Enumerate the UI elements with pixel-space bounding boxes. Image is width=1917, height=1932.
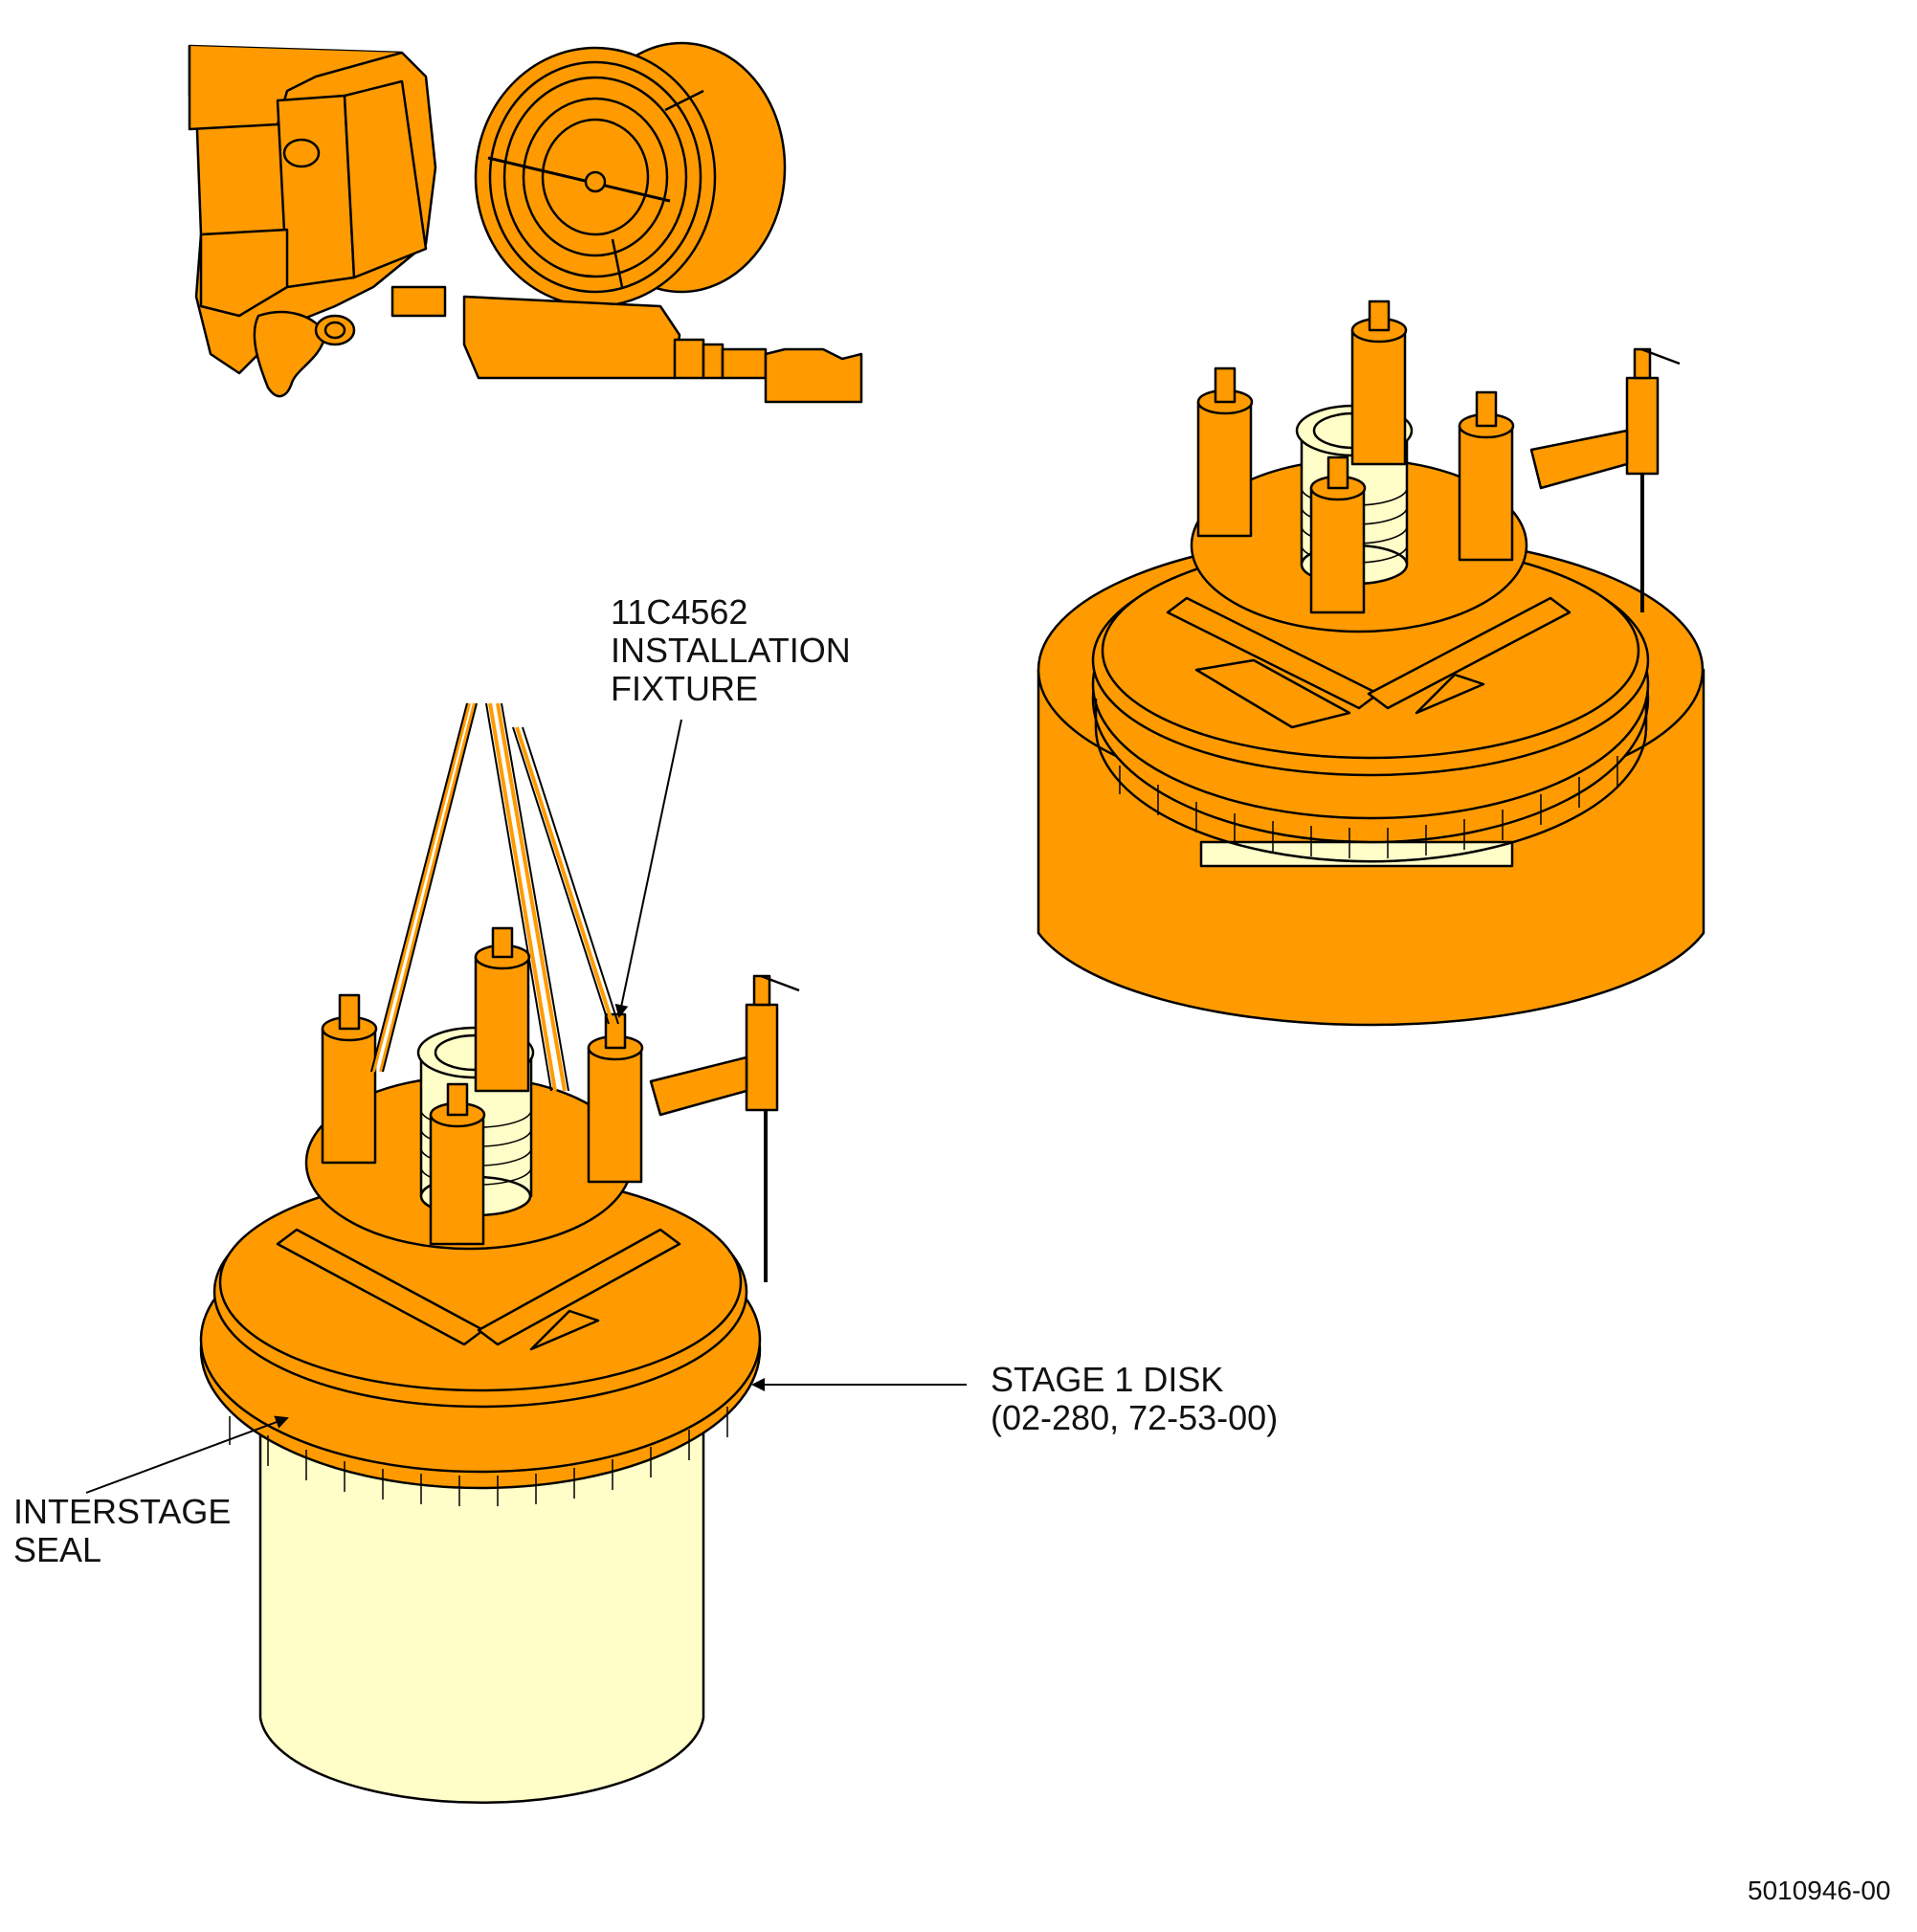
leader-lines xyxy=(85,719,967,1494)
interstage-seal-leader xyxy=(85,1415,289,1494)
hydraulic-pump-icon xyxy=(1529,347,1681,612)
installed-fixture-view xyxy=(1037,300,1705,1027)
lowering-fixture-view xyxy=(199,702,800,1805)
figure-number: 5010946-00 xyxy=(1748,1876,1891,1905)
installation-fixture-icon xyxy=(1196,300,1515,614)
pressure-gauge-icon xyxy=(474,41,787,308)
stage1-disk-callout-line2: (02-280, 72-53-00) xyxy=(991,1398,1279,1437)
fixture-callout-line2: INSTALLATION xyxy=(611,631,851,670)
interstage-seal-callout-line2: SEAL xyxy=(13,1530,102,1569)
interstage-seal-callout-line1: INTERSTAGE xyxy=(13,1492,232,1531)
interstage-seal-callout: INTERSTAGE SEAL xyxy=(13,1493,231,1569)
fixture-leader xyxy=(614,719,682,1018)
fixture-callout: 11C4562 INSTALLATION FIXTURE xyxy=(611,593,851,708)
fixture-callout-line3: FIXTURE xyxy=(611,669,759,708)
fixture-callout-line1: 11C4562 xyxy=(611,592,748,632)
stage1-disk-callout-line1: STAGE 1 DISK xyxy=(991,1360,1224,1399)
stage1-disk-callout: STAGE 1 DISK (02-280, 72-53-00) xyxy=(991,1361,1278,1437)
pressure-gauge-detail xyxy=(188,41,863,404)
